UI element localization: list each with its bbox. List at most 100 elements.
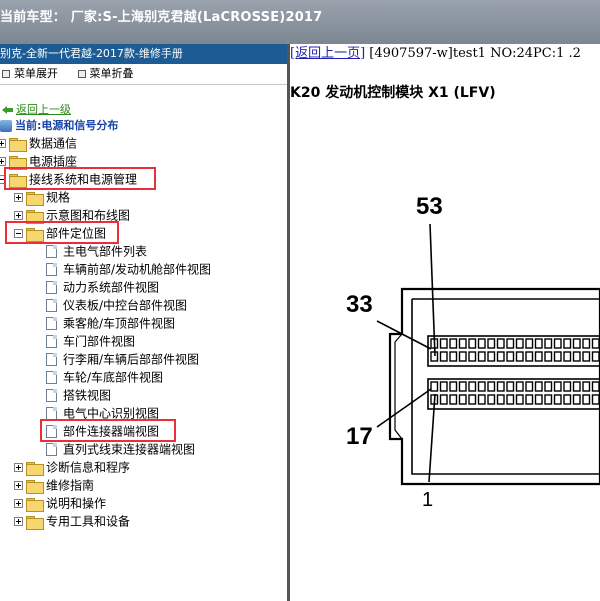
pin-cavity [534, 351, 543, 362]
collapse-icon[interactable] [14, 229, 23, 238]
pin-cavity [496, 394, 505, 405]
pin-cavity [496, 351, 505, 362]
pin-cavity [591, 394, 600, 405]
pin-label-left-lower: 17 [346, 423, 373, 450]
tree-item-powertrain-view[interactable]: 动力系统部件视图 [46, 278, 159, 296]
tree-item-instrument-panel-view[interactable]: 仪表板/中控台部件视图 [46, 296, 187, 314]
tree-item-trunk-rear-view[interactable]: 行李厢/车辆后部部件视图 [46, 350, 199, 368]
toolbar-divider [0, 84, 287, 85]
tree-item-special-tools[interactable]: 专用工具和设备 [14, 512, 130, 530]
document-icon [46, 245, 57, 258]
tree-item-door-view[interactable]: 车门部件视图 [46, 332, 135, 350]
connector-inner-frame [411, 298, 600, 475]
expand-icon[interactable] [14, 211, 23, 220]
tree-item-component-locator[interactable]: 部件定位图 [14, 224, 106, 242]
manual-header: 别克-全新一代君越-2017款-维修手册 [0, 44, 287, 64]
pin-cavity [553, 338, 562, 349]
expand-all-button[interactable]: 菜单展开 [0, 65, 58, 83]
tree-item-specifications[interactable]: 规格 [14, 188, 70, 206]
expand-icon[interactable] [14, 193, 23, 202]
highlight-box-locator [5, 221, 119, 244]
tree-item-passenger-roof-view[interactable]: 乘客舱/车顶部件视图 [46, 314, 175, 332]
pin-cavity [582, 381, 591, 392]
expand-icon[interactable] [14, 517, 23, 526]
expand-icon[interactable] [0, 157, 6, 166]
pin-cavity [572, 351, 581, 362]
pin-cavity [439, 394, 448, 405]
pin-cavity [572, 394, 581, 405]
pin-cavity [487, 338, 496, 349]
tree-item-inline-connector-view[interactable]: 直列式线束连接器端视图 [46, 440, 195, 458]
folder-icon [26, 497, 44, 512]
expand-icon[interactable] [14, 499, 23, 508]
pin-cavity [582, 338, 591, 349]
tree-item-ground-view[interactable]: 搭铁视图 [46, 386, 111, 404]
doc-nav-line: [返回上一页] [4907597-w]test1 NO:24PC:1 .2 [290, 44, 581, 64]
pin-cavity [591, 351, 600, 362]
folder-open-icon [26, 227, 44, 242]
panel-splitter[interactable] [287, 44, 290, 601]
pin-cavity [506, 351, 515, 362]
document-view: [返回上一页] [4907597-w]test1 NO:24PC:1 .2 K2… [290, 44, 600, 601]
tree-item-power-outlets[interactable]: 电源插座 [0, 152, 77, 170]
highlight-box-connector-view [40, 419, 176, 442]
pin-cavity [591, 338, 600, 349]
lower-pin-block [427, 378, 600, 410]
pin-cavity [534, 394, 543, 405]
pin-cavity [449, 394, 458, 405]
back-arrow-icon [2, 105, 13, 115]
tree-item-schematics[interactable]: 示意图和布线图 [14, 206, 130, 224]
pin-cavity [534, 338, 543, 349]
folder-icon [26, 461, 44, 476]
pin-cavity [572, 381, 581, 392]
collapse-icon [77, 70, 86, 78]
pin-cavity [544, 394, 553, 405]
leader-line-left-lower [376, 388, 432, 428]
tree-item-diagnostics[interactable]: 诊断信息和程序 [14, 458, 130, 476]
document-icon [46, 389, 57, 402]
expand-icon[interactable] [0, 139, 6, 148]
expand-icon[interactable] [14, 463, 23, 472]
leader-line-left-upper [376, 320, 432, 350]
pin-cavity [553, 394, 562, 405]
leader-line-top [429, 223, 436, 357]
connector-latch [394, 333, 403, 440]
pin-cavity [582, 351, 591, 362]
highlight-box-wiring [4, 167, 156, 190]
pin-cavity [477, 381, 486, 392]
tree-item-repair-guide[interactable]: 维修指南 [14, 476, 94, 494]
pin-cavity [553, 381, 562, 392]
tree-item-wheel-underbody-view[interactable]: 车轮/车底部件视图 [46, 368, 163, 386]
pin-cavity [477, 351, 486, 362]
pin-cavity [525, 394, 534, 405]
collapse-all-button[interactable]: 菜单折叠 [76, 65, 134, 83]
tree-item-description-operation[interactable]: 说明和操作 [14, 494, 106, 512]
pin-cavity [553, 351, 562, 362]
document-icon [46, 263, 57, 276]
pin-cavity [449, 351, 458, 362]
pin-cavity [544, 381, 553, 392]
expand-icon[interactable] [14, 481, 23, 490]
lower-pin-cavities [430, 381, 600, 405]
pin-cavity [458, 394, 467, 405]
pin-cavity [496, 381, 505, 392]
tree-item-data-communication[interactable]: 数据通信 [0, 134, 77, 152]
back-page-link[interactable]: [返回上一页] [290, 46, 366, 61]
tree-item-connector-end-view[interactable]: 部件连接器端视图 [46, 422, 159, 440]
pin-cavity [544, 338, 553, 349]
pin-cavity [572, 338, 581, 349]
document-icon [46, 281, 57, 294]
pin-label-bottom: 1 [422, 489, 433, 511]
document-icon [46, 443, 57, 456]
pin-cavity [449, 338, 458, 349]
tree-item-master-parts-list[interactable]: 主电气部件列表 [46, 242, 147, 260]
back-to-parent-link[interactable]: 返回上一级 [2, 100, 71, 118]
pin-cavity [487, 381, 496, 392]
pin-cavity [439, 338, 448, 349]
folder-icon [9, 155, 27, 170]
tree-item-front-engine-view[interactable]: 车辆前部/发动机舱部件视图 [46, 260, 211, 278]
pin-cavity [468, 381, 477, 392]
doc-info: [4907597-w]test1 NO:24PC:1 .2 [369, 46, 581, 61]
document-icon [46, 425, 57, 438]
pin-cavity [506, 381, 515, 392]
